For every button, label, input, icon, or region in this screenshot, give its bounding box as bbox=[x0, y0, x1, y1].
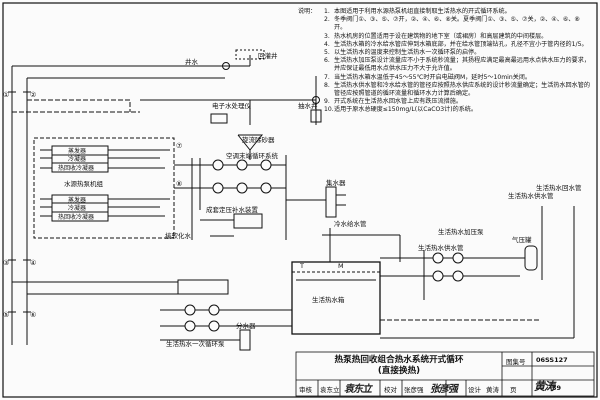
note-text: 以生活热水的温度来控制生活热水一次循环泵的启停。 bbox=[334, 49, 481, 57]
note-number: 10. bbox=[324, 106, 334, 114]
note-number: 7. bbox=[324, 73, 330, 81]
note-number: 2. bbox=[324, 16, 330, 24]
check-label: 校对 bbox=[384, 386, 397, 394]
dhw-return-label: 生活热水回水管 bbox=[536, 183, 582, 192]
note-number: 4. bbox=[324, 40, 330, 48]
note-number: 5. bbox=[324, 49, 330, 57]
drawing-title-line2: (直接换热) bbox=[377, 366, 421, 376]
note-item: 7. 当生活热水箱水温低于45～55℃时开启电磁阀M，延时5～10min关闭。 bbox=[324, 74, 592, 82]
design-label: 设计 bbox=[468, 386, 481, 394]
note-number: 1. bbox=[324, 8, 330, 15]
page-label: 页 bbox=[510, 386, 517, 394]
cyclone-sand-separator-label: 旋流除砂器 bbox=[242, 135, 275, 144]
dhw-supply-pipe-label: 生活热水供水管 bbox=[418, 243, 464, 252]
drawing-title-line1: 热泵热回收组合热水系统开式循环 bbox=[334, 355, 464, 365]
pressure-tank bbox=[524, 245, 538, 271]
pressure-tank-label: 气压罐 bbox=[512, 235, 532, 244]
note-item: 4. 生活热水箱的冷水给水管应伸到水箱底部，并在给水管顶端钻孔，孔径不宜小于管内径… bbox=[324, 41, 592, 49]
valve-7-label: ⑦ bbox=[176, 142, 182, 150]
notes-heading: 说明： bbox=[298, 8, 317, 15]
valve-m-label: M bbox=[338, 262, 344, 270]
dhw-supply-top-label: 生活热水供水管 bbox=[508, 191, 554, 200]
title-block-grid bbox=[295, 351, 595, 397]
notes-list: 1. 本图适用于利用水源热泵机组直接制取生活热水的开式循环系统。 2. 冬季阀门①、… bbox=[324, 8, 592, 115]
ac-end-circuit-label: 空调末端循环系统 bbox=[226, 151, 279, 160]
well-water-label: 井水 bbox=[185, 57, 199, 66]
primary-loop-group bbox=[12, 279, 292, 332]
note-text: 生活热水箱的冷水给水管应伸到水箱底部，并在给水管顶端钻孔，孔径不宜小于管内径的1… bbox=[334, 40, 588, 48]
note-number: 3. bbox=[324, 32, 330, 40]
note-text: 生活热水供水管和冷水给水管的管径应按照热水供应系统的设计秒流量确定；生活热水回水… bbox=[334, 81, 590, 98]
dhw-tank bbox=[291, 261, 381, 335]
cold-water-pipe-label: 冷水给水管 bbox=[334, 219, 367, 228]
note-item: 9. 开式系统在生活热水回水管上应有跌压流措施。 bbox=[324, 98, 592, 106]
note-item: 2. 冬季阀门①、③、⑤、⑦开，②、④、⑥、⑧关。夏季阀门①、③、⑤、⑦关，②、④… bbox=[324, 16, 592, 32]
collector-top bbox=[325, 186, 337, 218]
dhw-tank-label: 生活热水箱 bbox=[312, 295, 345, 304]
designer-name: 黄涛 bbox=[486, 386, 499, 394]
designer-signature: 黄涛 bbox=[534, 380, 555, 393]
note-item: 10.适用于原水总硬度≤150mg/L(以CaCO3计)的系统。 bbox=[324, 106, 592, 114]
atlas-label: 图集号 bbox=[506, 358, 526, 366]
softened-water-label: 接软化水 bbox=[165, 231, 192, 240]
ac-pump-group bbox=[174, 155, 287, 240]
note-item: 6. 生活热水加压泵设计流量应不小于系统秒流量；其扬程应满足最高最远用水点供水压力… bbox=[324, 57, 592, 73]
dhw-booster-pump-group bbox=[380, 250, 520, 300]
review-label: 审核 bbox=[299, 386, 312, 394]
heat-recovery-top-label: 热回收冷凝器 bbox=[58, 164, 94, 172]
thermometer-label: T bbox=[299, 262, 304, 270]
pressure-makeup-label: 成套定压补水装置 bbox=[206, 205, 259, 214]
unit-name-label: 水源热泵机组 bbox=[64, 179, 104, 188]
well-water-pipe bbox=[11, 49, 265, 345]
note-text: 适用于原水总硬度≤150mg/L(以CaCO3计)的系统。 bbox=[334, 106, 477, 114]
valve-2-label: ② bbox=[30, 91, 36, 99]
valve-8-label: ⑧ bbox=[176, 180, 182, 188]
valve-3-label: ③ bbox=[3, 259, 9, 267]
reviewer-signature: 袁东立 bbox=[344, 384, 372, 395]
note-item: 5. 以生活热水的温度来控制生活热水一次循环泵的启停。 bbox=[324, 49, 592, 57]
note-number: 6. bbox=[324, 57, 330, 65]
distributor-bottom bbox=[239, 329, 251, 351]
distributor-label: 分水器 bbox=[236, 321, 256, 330]
title-block: 热泵热回收组合热水系统开式循环 (直接换热) 图集号 06SS127 页 39 … bbox=[296, 352, 594, 396]
note-number: 8. bbox=[324, 81, 330, 89]
note-text: 冬季阀门①、③、⑤、⑦开，②、④、⑥、⑧关。夏季阀门①、③、⑤、⑦关，②、④、⑥… bbox=[334, 16, 580, 32]
valve-6-label: ⑥ bbox=[30, 311, 36, 319]
electronic-water-treatment-label: 电子水处理仪 bbox=[212, 101, 252, 110]
note-number: 9. bbox=[324, 98, 330, 106]
valve-5-label: ⑤ bbox=[3, 311, 9, 319]
heat-pump-unit-frame bbox=[33, 137, 175, 239]
recharge-well-label: 回灌井 bbox=[258, 51, 278, 60]
note-text: 本图适用于利用水源热泵机组直接制取生活热水的开式循环系统。 bbox=[334, 8, 511, 15]
evaporator-bottom-label: 蒸发器 bbox=[68, 196, 86, 204]
heat-recovery-bottom-label: 热回收冷凝器 bbox=[58, 213, 94, 221]
note-item: 8. 生活热水供水管和冷水给水管的管径应按照热水供应系统的设计秒流量确定；生活热水… bbox=[324, 82, 592, 98]
valve-4-label: ④ bbox=[30, 259, 36, 267]
condenser-top-label: 冷凝器 bbox=[68, 155, 86, 163]
note-text: 生活热水加压泵设计流量应不小于系统秒流量；其扬程应满足最高最远用水点供水压力的要… bbox=[334, 57, 590, 73]
dhw-booster-pump-label: 生活热水加压泵 bbox=[438, 227, 484, 236]
suction-well-label: 抽水井 bbox=[298, 101, 318, 110]
collector-top-label: 集水器 bbox=[326, 178, 346, 187]
primary-loop-pump-label: 生活热水一次循环泵 bbox=[166, 339, 225, 348]
atlas-number: 06SS127 bbox=[536, 356, 568, 364]
evaporator-top-label: 蒸发器 bbox=[68, 147, 86, 155]
note-item: 3. 热水机房的位置适用于设在建筑物的地下室（或裙房）和高层建筑的中间楼层。 bbox=[324, 33, 592, 41]
drawing-title: 热泵热回收组合热水系统开式循环 (直接换热) bbox=[296, 352, 502, 380]
note-item: 1. 本图适用于利用水源热泵机组直接制取生活热水的开式循环系统。 bbox=[324, 8, 592, 16]
pressure-makeup-unit bbox=[233, 213, 263, 229]
note-text: 当生活热水箱水温低于45～55℃时开启电磁阀M，延时5～10min关闭。 bbox=[334, 73, 531, 81]
heat-pump-unit bbox=[40, 145, 170, 222]
condenser-bottom-label: 冷凝器 bbox=[68, 204, 86, 212]
note-text: 热水机房的位置适用于设在建筑物的地下室（或裙房）和高层建筑的中间楼层。 bbox=[334, 32, 548, 40]
valve-1-label: ① bbox=[3, 91, 9, 99]
page-number: 39 bbox=[552, 384, 562, 392]
checker-name: 张彦强 bbox=[404, 386, 424, 394]
note-text: 开式系统在生活热水回水管上应有跌压流措施。 bbox=[334, 98, 462, 106]
reviewer-name: 袁东立 bbox=[320, 386, 340, 394]
checker-signature: 张彦强 bbox=[430, 384, 458, 395]
